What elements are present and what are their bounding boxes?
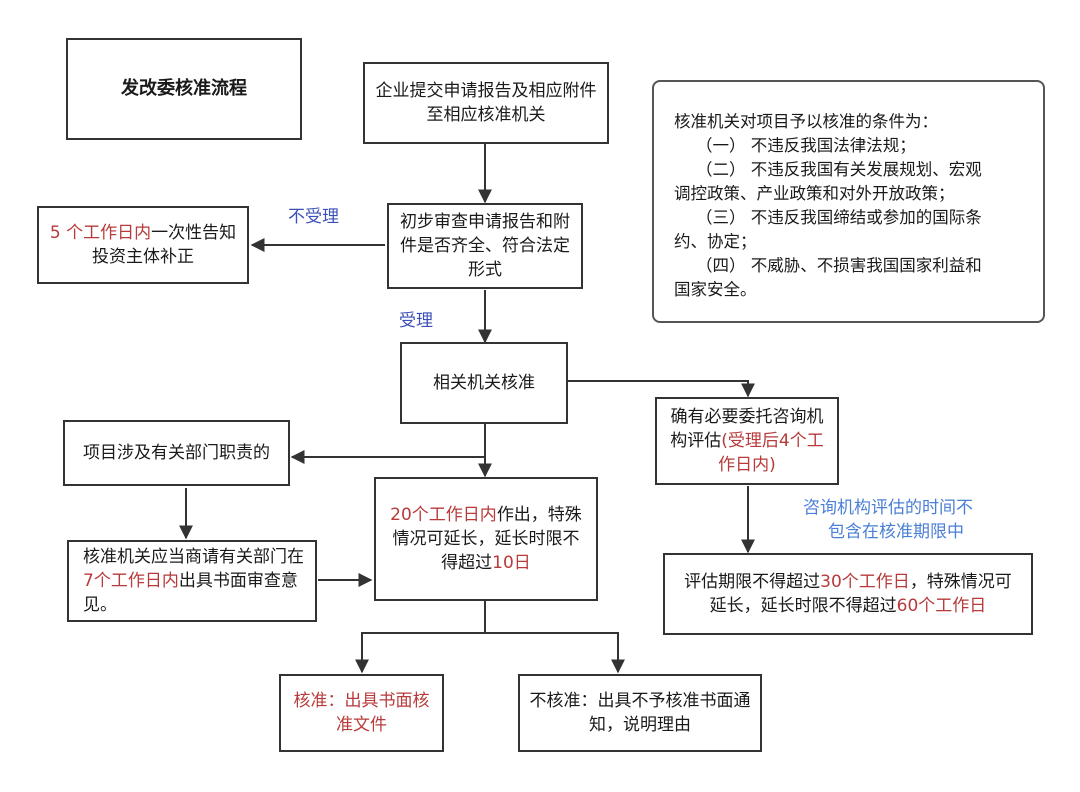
label-accepted: 受理 — [399, 311, 433, 331]
condition-line: （三） 不违反我国缔结或参加的国际条 — [696, 208, 982, 227]
rejected-result-box: 不核准：出具不予核准书面通知，说明理由 — [518, 674, 762, 752]
approved-result-box: 核准：出具书面核准文件 — [279, 674, 444, 752]
dept-duty-box: 项目涉及有关部门职责的 — [63, 420, 290, 486]
condition-line: （四） 不威胁、不损害我国国家利益和 — [696, 256, 982, 275]
condition-line: 调控政策、产业政策和对外开放政策； — [674, 184, 955, 203]
flow-title: 发改委核准流程 — [66, 38, 302, 140]
approval-box: 相关机关核准 — [400, 342, 568, 424]
branch-lines — [355, 632, 625, 674]
evaluation-period-box: 评估期限不得超过30个工作日，特殊情况可延长，延长时限不得超过60个工作日 — [663, 553, 1033, 635]
approval-deadline-box: 20个工作日内作出，特殊情况可延长，延长时限不得超过10日 — [374, 477, 598, 601]
label-not-accepted: 不受理 — [288, 207, 339, 227]
condition-line: 约、协定； — [674, 232, 757, 251]
eval-time-note-line1: 咨询机构评估的时间不 — [803, 498, 973, 518]
notify-correction-box: 5 个工作日内一次性告知投资主体补正 — [37, 206, 249, 284]
eval-time-note-line2: 包含在核准期限中 — [828, 522, 964, 542]
approval-conditions-panel: 核准机关对项目予以核准的条件为： （一） 不违反我国法律法规； （二） 不违反我… — [652, 80, 1045, 323]
consult-depts-box: 核准机关应当商请有关部门在7个工作日内出具书面审查意见。 — [67, 540, 317, 622]
condition-line: 国家安全。 — [674, 280, 757, 299]
entrust-consulting-box: 确有必要委托咨询机构评估(受理后4个工作日内) — [655, 397, 839, 485]
condition-line: （二） 不违反我国有关发展规划、宏观 — [696, 160, 982, 179]
conditions-heading: 核准机关对项目予以核准的条件为： — [674, 112, 938, 131]
preliminary-review-box: 初步审查申请报告和附件是否齐全、符合法定形式 — [387, 203, 583, 289]
condition-line: （一） 不违反我国法律法规； — [696, 136, 916, 155]
arrow-approve-to-entrust — [568, 380, 755, 398]
submit-application-box: 企业提交申请报告及相应附件至相应核准机关 — [363, 62, 609, 144]
